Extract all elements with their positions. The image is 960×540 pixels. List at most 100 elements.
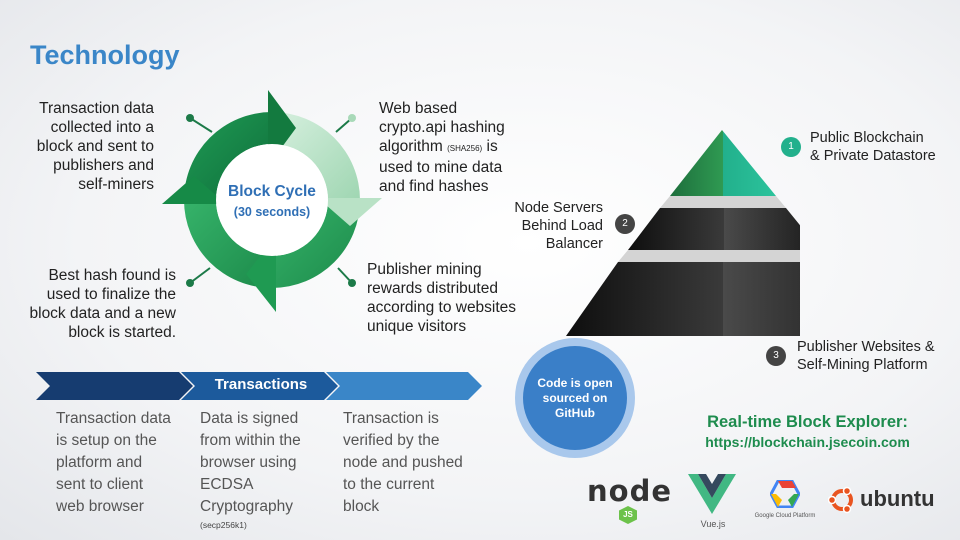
text-line: verified by the <box>343 432 440 449</box>
text-line: Self-Mining Platform <box>797 357 928 373</box>
text-line: Transaction data <box>39 100 154 117</box>
vue-wordmark: Vue.js <box>700 519 726 529</box>
text-line: collected into a <box>50 119 154 136</box>
text-line: block <box>343 498 380 515</box>
text-line: used to mine data <box>379 159 503 176</box>
transaction-step-setup: Transaction data is setup on the platfor… <box>56 408 191 518</box>
transactions-label: Transactions <box>214 376 308 393</box>
vue-icon <box>688 474 736 514</box>
block-cycle-title: Block Cycle <box>228 183 316 200</box>
text-line: used to finalize the <box>46 286 176 303</box>
text-line: node and pushed <box>343 454 463 471</box>
text-line: Node Servers <box>514 200 603 216</box>
text-line: sent to client <box>56 476 144 493</box>
pyramid-marker-2: 2 <box>615 214 635 234</box>
cycle-step-collect: Transaction data collected into a block … <box>20 99 154 194</box>
text-line: Publisher mining <box>367 261 482 278</box>
transaction-step-verify: Transaction is verified by the node and … <box>343 408 483 518</box>
pyramid-label-1: Public Blockchain & Private Datastore <box>810 129 936 165</box>
text-line: Publisher Websites & <box>797 339 935 355</box>
process-step-2 <box>181 372 338 400</box>
text-line: algorithm (SHA256) is <box>379 137 549 158</box>
cycle-center-hole <box>216 144 328 256</box>
text-fragment: is <box>486 138 498 155</box>
cycle-segment-bottom-left <box>184 200 272 288</box>
cycle-step-rewards: Publisher mining rewards distributed acc… <box>367 260 537 336</box>
text-line: publishers and <box>53 157 154 174</box>
block-cycle-ring <box>162 90 382 312</box>
text-line: Transaction is <box>343 410 439 427</box>
transaction-step-sign: Data is signed from within the browser u… <box>200 408 335 532</box>
text-line: rewards distributed <box>367 280 498 297</box>
cycle-segment-top-right <box>272 112 360 200</box>
process-step-3 <box>326 372 482 400</box>
process-step-1 <box>36 372 193 400</box>
cycle-segment-top-left <box>184 112 272 200</box>
text-line: unique visitors <box>367 318 467 335</box>
pyramid-marker-1: 1 <box>781 137 801 157</box>
pyramid-label-2: Node Servers Behind Load Balancer <box>490 199 603 253</box>
text-line: block and sent to <box>36 138 154 155</box>
text-line: crypto.api hashing <box>379 119 505 136</box>
connector-dot <box>186 114 194 122</box>
text-line: according to websites <box>367 299 517 316</box>
curve-note: (secp256k1) <box>200 520 247 530</box>
architecture-pyramid <box>566 130 800 336</box>
text-line: Cryptography <box>200 498 294 515</box>
text-line: is setup on the <box>56 432 157 449</box>
text-line: self-miners <box>78 176 154 193</box>
cycle-arrow-head <box>162 176 226 204</box>
block-cycle-center: Block Cycle (30 seconds) <box>212 183 332 219</box>
text-line: Public Blockchain <box>810 130 924 146</box>
text-line: Behind Load <box>521 218 603 234</box>
text-line: Best hash found is <box>48 267 176 284</box>
cycle-step-hashing: Web based crypto.api hashing algorithm (… <box>379 99 549 196</box>
text-line: block is started. <box>68 324 176 341</box>
connector-dot <box>348 279 356 287</box>
cycle-arrow-head <box>318 198 382 226</box>
text-line: ECDSA <box>200 476 254 493</box>
text-line: & Private Datastore <box>810 148 936 164</box>
text-line: Web based <box>379 100 458 117</box>
text-line: browser using <box>200 454 297 471</box>
text-line: Transaction data <box>56 410 171 427</box>
pyramid-gap <box>618 250 800 262</box>
connector-dot <box>348 114 356 122</box>
text-line: Balancer <box>545 236 603 252</box>
pyramid-layer-2 <box>628 208 800 250</box>
ubuntu-circle-icon <box>828 486 853 514</box>
page-title: Technology <box>30 40 180 70</box>
block-explorer-link[interactable]: https://blockchain.jsecoin.com <box>705 434 910 450</box>
text-line: block data and a new <box>29 305 177 322</box>
transactions-process-bar <box>36 372 482 400</box>
pyramid-layer-1 <box>670 130 776 196</box>
ubuntu-wordmark: ubuntu <box>860 486 935 511</box>
connector-dot <box>186 279 194 287</box>
text-line: to the current <box>343 476 435 493</box>
text-line: Code is open <box>537 375 613 390</box>
text-line: sourced on <box>542 390 608 405</box>
hash-algorithm-note: (SHA256) <box>447 144 483 153</box>
pyramid-marker-3: 3 <box>766 346 786 366</box>
nodejs-logo: node JS <box>587 476 672 526</box>
block-explorer-title: Real-time Block Explorer: <box>707 413 908 431</box>
cycle-step-finalize: Best hash found is used to finalize the … <box>10 266 177 342</box>
text-line: and find hashes <box>379 178 489 195</box>
nodejs-hex-icon: JS <box>619 506 637 524</box>
google-cloud-logo: Google Cloud Platform <box>745 479 825 525</box>
cycle-segment-bottom-right <box>272 200 360 288</box>
block-cycle-duration: (30 seconds) <box>233 205 311 219</box>
google-cloud-hexagon-icon <box>769 479 801 509</box>
text-line: from within the <box>200 432 301 449</box>
text-line: web browser <box>56 498 144 515</box>
ubuntu-logo: ubuntu <box>828 484 938 518</box>
github-badge-inner: Code is open sourced on GitHub <box>523 346 627 450</box>
pyramid-layer-3 <box>566 262 800 336</box>
text-line: Data is signed <box>200 410 299 427</box>
text-line: platform and <box>56 454 143 471</box>
text-fragment: algorithm <box>379 138 443 155</box>
pyramid-gap <box>660 196 786 208</box>
github-badge[interactable]: Code is open sourced on GitHub <box>515 338 635 458</box>
text-line: GitHub <box>555 405 595 420</box>
nodejs-wordmark: node <box>587 474 672 508</box>
